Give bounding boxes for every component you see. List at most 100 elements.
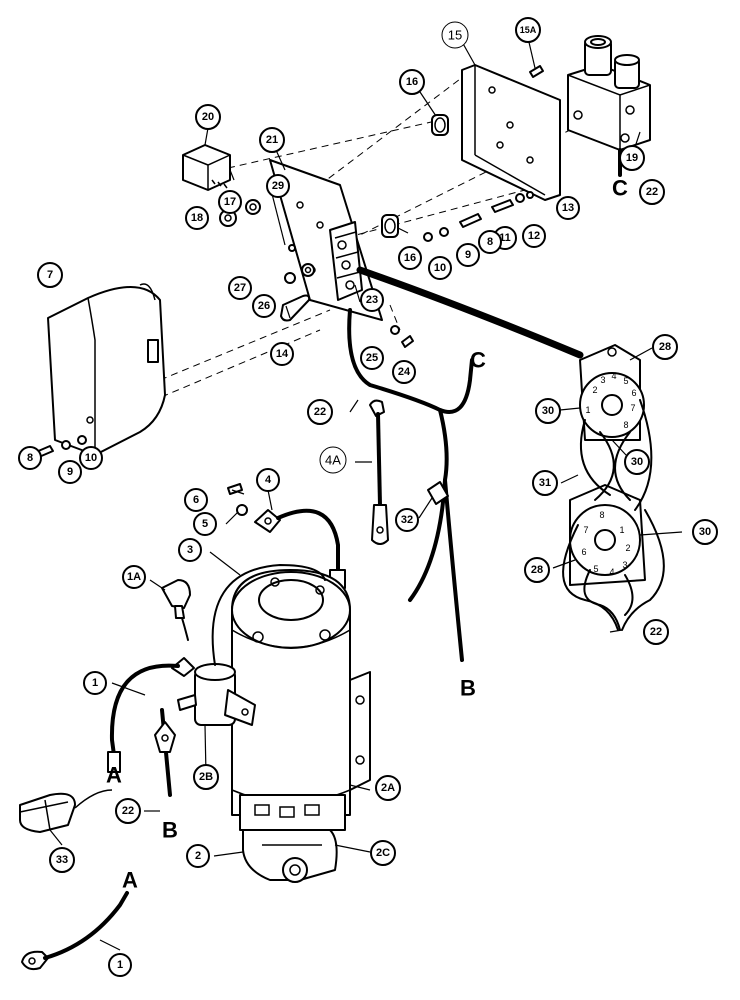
- cable-part-22-lower: [154, 721, 176, 753]
- callout-1-lower: 1: [108, 953, 132, 977]
- socket-part-28-bottom: [569, 484, 646, 586]
- callout-31: 31: [532, 470, 558, 496]
- callout-7: 7: [37, 262, 63, 288]
- callout-25: 25: [360, 346, 384, 370]
- spacer-part-16-lower: [381, 214, 399, 238]
- pin-label: 1: [619, 525, 624, 535]
- clip-part-32: [427, 481, 449, 505]
- hardware: [35, 65, 544, 516]
- spacer-part-16-upper: [431, 114, 449, 136]
- wire-letter-a-left: A: [106, 763, 122, 788]
- callout-3: 3: [178, 538, 202, 562]
- svg-text:7: 7: [47, 269, 53, 281]
- callout-12: 12: [522, 224, 546, 248]
- pin-label: 1: [585, 405, 590, 415]
- sensor-part-1A: [161, 579, 191, 641]
- svg-text:30: 30: [699, 526, 711, 538]
- svg-text:4: 4: [265, 474, 272, 486]
- solenoid-part-2B: [177, 663, 256, 726]
- svg-text:11: 11: [499, 232, 511, 244]
- svg-text:6: 6: [193, 494, 199, 506]
- callout-15: 15: [441, 21, 469, 49]
- callout-16-lower: 16: [398, 246, 422, 270]
- svg-text:22: 22: [314, 406, 326, 418]
- svg-text:31: 31: [539, 477, 551, 489]
- svg-text:10: 10: [85, 452, 97, 464]
- svg-text:2: 2: [195, 850, 201, 862]
- callout-28-bottom: 28: [524, 557, 550, 583]
- svg-text:21: 21: [266, 134, 278, 146]
- callout-6: 6: [184, 488, 208, 512]
- callout-2A: 2A: [375, 775, 401, 801]
- callout-24: 24: [392, 360, 416, 384]
- svg-text:15A: 15A: [520, 25, 537, 35]
- pin-label: 5: [593, 564, 598, 574]
- wire-letters: C C B A B A: [106, 176, 628, 893]
- svg-text:26: 26: [258, 300, 270, 312]
- callout-8-upper: 8: [478, 230, 502, 254]
- svg-text:5: 5: [202, 518, 208, 530]
- svg-text:16: 16: [404, 252, 416, 264]
- wire-letter-c-top: C: [612, 176, 628, 201]
- callout-26: 26: [252, 294, 276, 318]
- socket-pins-bottom: 1 2 3 4 5 6 7 8: [581, 510, 630, 577]
- clamp-part-33: [19, 789, 113, 833]
- callout-21: 21: [259, 127, 285, 153]
- cable-part-1-upper: [107, 657, 195, 773]
- svg-text:17: 17: [224, 196, 236, 208]
- pin-label: 6: [631, 388, 636, 398]
- cable-part-4A: [369, 399, 389, 545]
- callout-2B: 2B: [193, 764, 219, 790]
- callout-28-top: 28: [652, 334, 678, 360]
- svg-text:2A: 2A: [381, 782, 395, 794]
- callout-16-upper: 16: [399, 69, 425, 95]
- pin-label: 4: [609, 567, 614, 577]
- socket-pins-top: 1 2 3 4 5 6 7 8: [585, 371, 636, 430]
- svg-text:9: 9: [67, 466, 73, 478]
- callout-10-upper: 10: [428, 256, 452, 280]
- callout-19: 19: [619, 145, 645, 171]
- pin-label: 2: [592, 385, 597, 395]
- callout-22-left: 22: [115, 798, 141, 824]
- svg-text:32: 32: [401, 514, 413, 526]
- callout-9-lower: 9: [58, 460, 82, 484]
- bracket-part-15: [461, 64, 561, 201]
- svg-text:3: 3: [187, 544, 193, 556]
- jumper-wires-part-31: [562, 399, 665, 631]
- svg-text:10: 10: [434, 262, 446, 274]
- callout-32: 32: [395, 508, 419, 532]
- wire-letter-b-left: B: [162, 818, 178, 843]
- callout-4A: 4A: [319, 446, 347, 474]
- callout-22-topright: 22: [639, 179, 665, 205]
- callout-1A: 1A: [122, 565, 146, 589]
- svg-text:33: 33: [56, 854, 68, 866]
- callout-23: 23: [360, 288, 384, 312]
- svg-text:1: 1: [117, 959, 123, 971]
- callout-22-mid: 22: [307, 399, 333, 425]
- svg-text:8: 8: [487, 236, 493, 248]
- pin-label: 8: [599, 510, 604, 520]
- svg-text:27: 27: [234, 282, 246, 294]
- callout-17: 17: [218, 190, 242, 214]
- callouts: 15 15A 16 20 21 19 22 29 17 18 13 12 11 …: [18, 17, 718, 977]
- valve-part-19: [567, 35, 651, 177]
- svg-text:30: 30: [542, 405, 554, 417]
- wire-letter-a-bottom: A: [122, 868, 138, 893]
- callout-4: 4: [256, 468, 280, 492]
- svg-text:8: 8: [27, 452, 33, 464]
- svg-text:28: 28: [531, 564, 543, 576]
- pin-label: 8: [623, 420, 628, 430]
- socket-part-28-top: [579, 344, 645, 441]
- svg-text:30: 30: [631, 456, 643, 468]
- pin-label: 2: [625, 543, 630, 553]
- svg-text:25: 25: [366, 352, 378, 364]
- svg-text:23: 23: [366, 294, 378, 306]
- starter-motor-part-2: [231, 569, 371, 883]
- pin-label: 7: [583, 525, 588, 535]
- svg-text:4A: 4A: [325, 453, 341, 468]
- svg-text:15: 15: [448, 28, 462, 43]
- svg-text:19: 19: [626, 152, 638, 164]
- pin-label: 4: [611, 371, 616, 381]
